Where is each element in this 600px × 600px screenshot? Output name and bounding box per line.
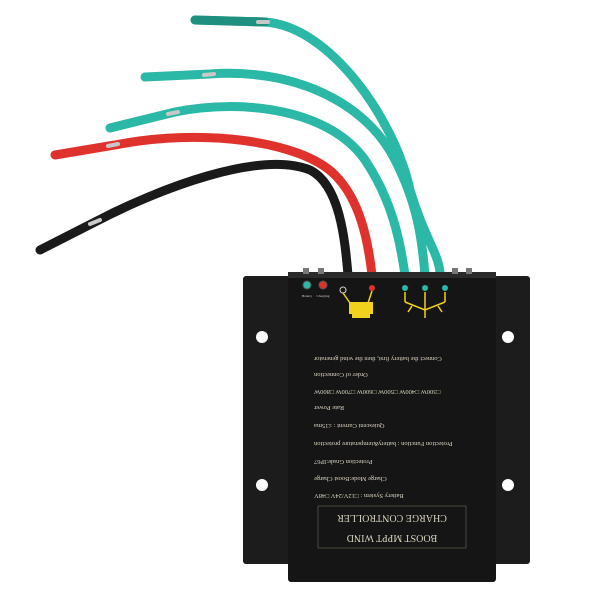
spec-line-protection-function: Protection Function : battery&temperatur… [313,440,452,447]
spec-line-rate-power: Rate Power [313,404,344,411]
spec-line-connect: Connect the battery first, then the wind… [313,355,442,362]
status-leds: Battery Charging [302,280,330,298]
spec-line-order: Order of Connection [313,371,368,378]
mount-hole-br [502,479,514,491]
led-label-charging: Charging [317,294,330,298]
led-red-icon [318,280,328,290]
cyan-wire-2 [140,68,430,280]
led-green-icon [302,280,312,290]
red-wire [50,132,377,280]
body-highlight [288,272,496,278]
printed-label: Connect the battery first, then the wind… [313,355,467,549]
wire-ends [88,20,270,226]
wires [35,15,445,280]
spec-line-power-options: □300W □400W □500W □600W □700W □800W [313,388,440,395]
black-wire [35,159,353,280]
terminal-screws [303,268,472,274]
wind-generator-symbol-icon [402,285,448,318]
spec-line-battery-system: Battery System : □12V/24V □48V [314,492,404,499]
cyan-wire-1-tip [190,15,270,27]
right-flange [492,276,530,564]
cyan-wire-3 [105,102,410,280]
battery-symbol-icon [339,285,375,318]
spec-line-protection-grade: Protection Grade:IP67 [313,458,372,465]
mount-hole-tl [256,331,268,343]
controller-body [288,272,496,582]
spec-line-charge-mode: Charge Mode:Boost Charge [314,475,387,482]
spec-line-quiescent: Quiescent Current : ≤15ma [314,422,385,429]
mount-hole-bl [256,479,268,491]
mount-hole-tr [502,331,514,343]
title-line-2: CHARGE CONTROLLER [337,512,447,523]
left-flange [243,276,293,564]
led-label-battery: Battery [302,294,313,298]
title-line-1: BOOST MPPT WIND [347,532,438,543]
cyan-wire-1 [190,15,445,280]
